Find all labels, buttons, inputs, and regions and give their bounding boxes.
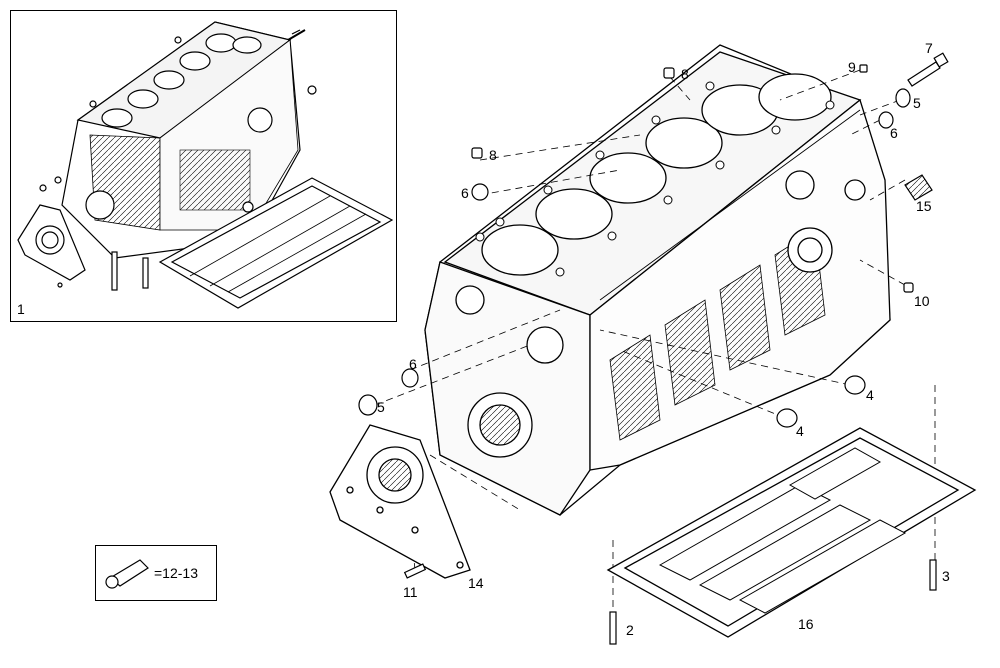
bolt-11	[403, 563, 427, 579]
bolt-2	[609, 611, 617, 645]
inset-oil-pan-gasket	[158, 177, 394, 309]
callout-4-center: 4	[796, 423, 804, 439]
callout-4-right: 4	[866, 387, 874, 403]
plug-8-mid	[471, 147, 483, 159]
sealant-tube-icon	[105, 559, 149, 589]
callout-14: 14	[468, 575, 484, 591]
bolt-7	[907, 52, 949, 87]
callout-5-top: 5	[913, 95, 921, 111]
bushing-4-right	[844, 375, 866, 395]
callout-15: 15	[916, 198, 932, 214]
inset-bolts	[111, 251, 149, 291]
callout-6-lower: 6	[409, 356, 417, 372]
callout-11: 11	[403, 584, 418, 600]
callout-9: 9	[848, 59, 856, 75]
rear-cover-14	[329, 424, 471, 579]
ring-5-lower	[358, 394, 378, 416]
inset-frame: 1	[10, 10, 397, 322]
legend-text: =12-13	[154, 565, 198, 581]
ring-5-top	[895, 88, 911, 108]
ring-6-lower	[401, 368, 419, 388]
plug-9	[859, 64, 868, 73]
inset-engine-block	[39, 21, 317, 259]
callout-8-mid: 8	[489, 147, 497, 163]
oil-pan-gasket-16	[606, 427, 977, 638]
inset-label: 1	[17, 301, 25, 317]
callout-8-top: 8	[681, 66, 689, 82]
legend-box: =12-13	[95, 545, 217, 601]
bushing-4-center	[776, 408, 798, 428]
callout-3: 3	[942, 568, 950, 584]
bolt-3	[929, 559, 937, 591]
ring-6-top	[878, 111, 894, 129]
callout-6-mid: 6	[461, 185, 469, 201]
callout-16: 16	[798, 616, 814, 632]
fitting-15	[904, 174, 933, 201]
cylinder-block	[424, 44, 891, 516]
inset-rear-cover	[17, 204, 86, 288]
callout-10: 10	[914, 293, 930, 309]
ring-6-mid	[471, 183, 489, 201]
callout-2: 2	[626, 622, 634, 638]
callout-7: 7	[925, 40, 933, 56]
callout-5-lower: 5	[377, 399, 385, 415]
plug-10	[903, 282, 914, 293]
callout-6-top: 6	[890, 125, 898, 141]
plug-8-top	[663, 67, 675, 79]
